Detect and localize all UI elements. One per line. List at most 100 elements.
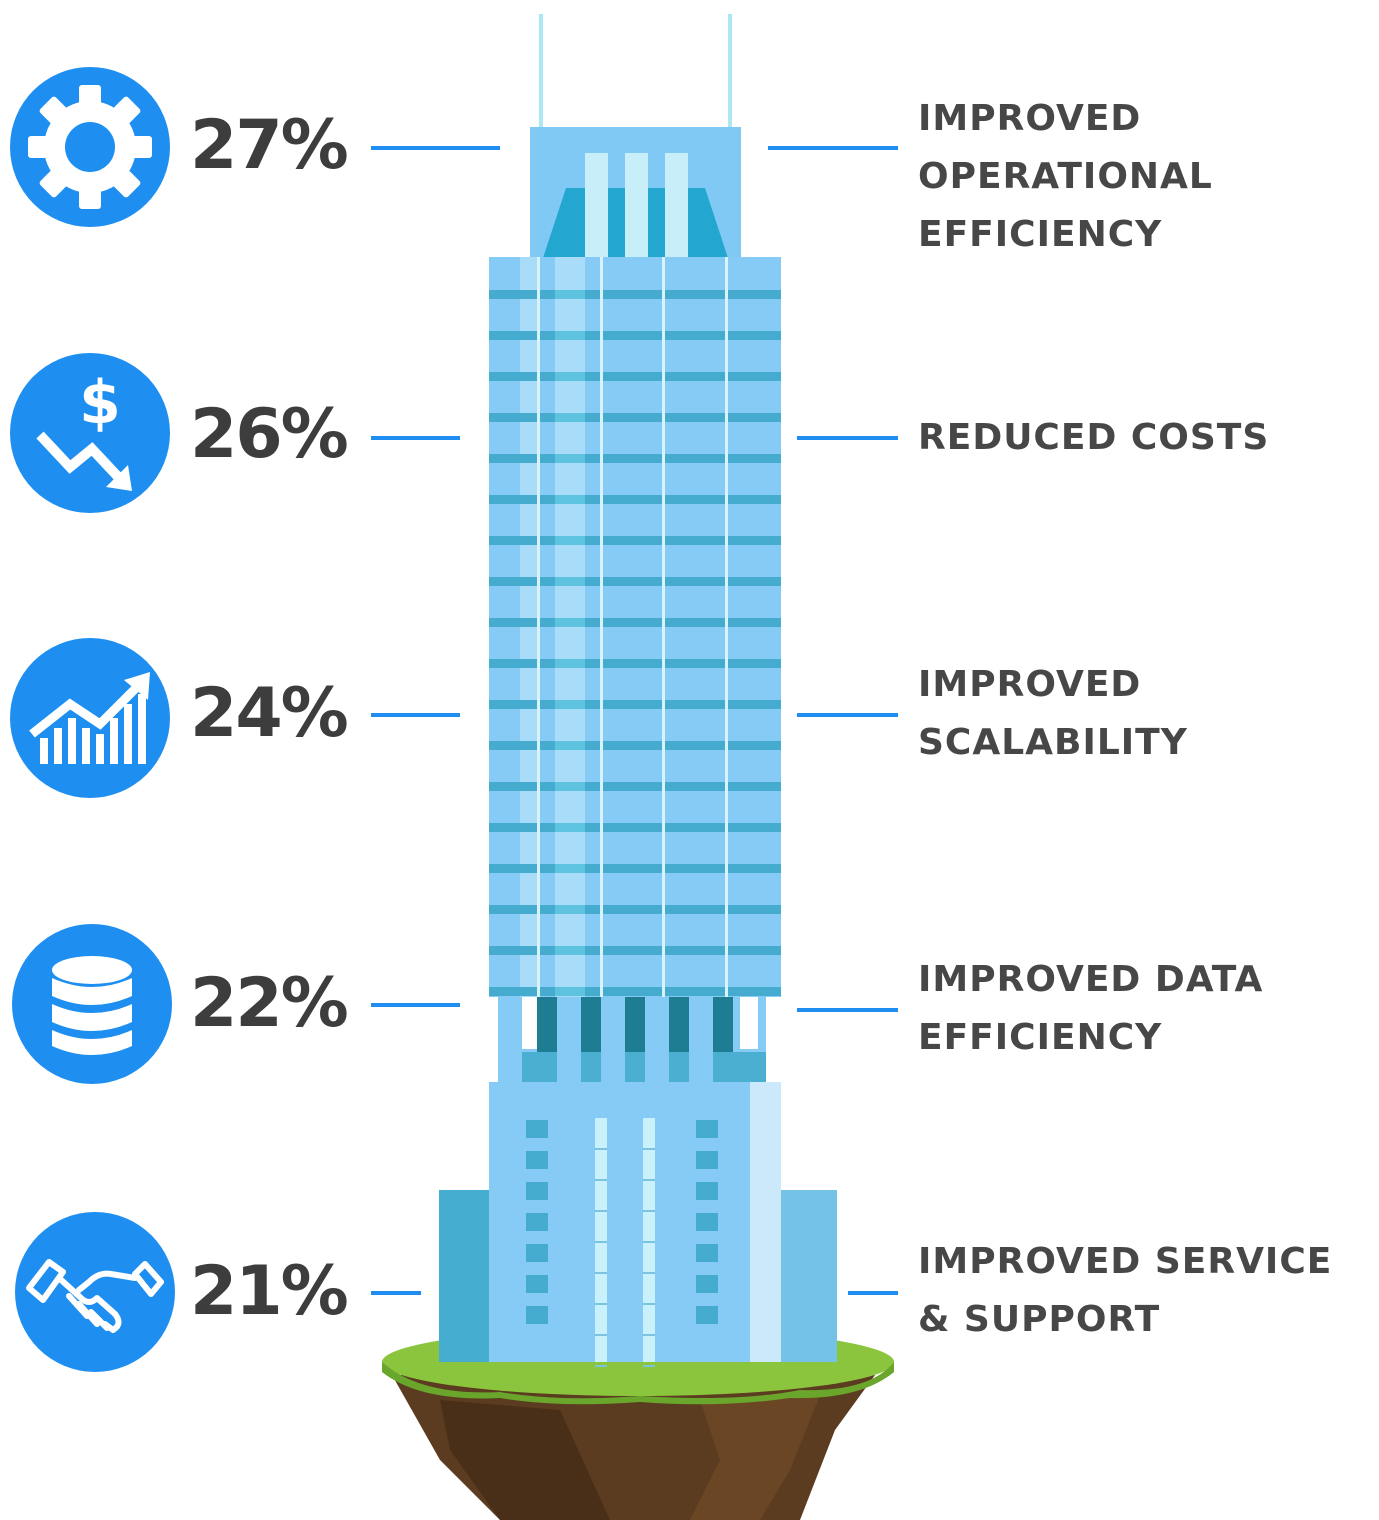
floor-band-highlight	[555, 864, 585, 873]
handshake-icon	[15, 1212, 175, 1372]
connector-line-right	[797, 713, 898, 717]
metric-label: REDUCED COSTS	[918, 409, 1269, 467]
floor-band-highlight	[555, 495, 585, 504]
metric-label: IMPROVED DATA EFFICIENCY	[918, 951, 1263, 1067]
floor-band	[489, 495, 781, 504]
connector-line-left	[371, 1291, 421, 1295]
floor-band-highlight	[555, 577, 585, 586]
label-line: SCALABILITY	[918, 722, 1188, 763]
percent-value: 21%	[190, 1252, 349, 1331]
connector-line-right	[768, 146, 898, 150]
window-divider	[595, 1241, 607, 1243]
percent-value: 27%	[190, 106, 349, 185]
label-line: IMPROVED SERVICE	[918, 1241, 1333, 1282]
base-window	[696, 1120, 718, 1138]
window-divider	[595, 1334, 607, 1336]
building-base	[439, 1082, 837, 1367]
base-window	[526, 1275, 548, 1293]
floor-band	[489, 782, 781, 791]
floor-band	[489, 659, 781, 668]
window-divider	[595, 1210, 607, 1212]
base-window	[696, 1213, 718, 1231]
label-line: REDUCED COSTS	[918, 417, 1270, 458]
base-window	[526, 1182, 548, 1200]
floor-band-highlight	[555, 946, 585, 955]
floor-band	[489, 413, 781, 422]
floor-band	[489, 618, 781, 627]
floor-band-highlight	[555, 372, 585, 381]
floor-band-highlight	[555, 782, 585, 791]
floor-band-highlight	[555, 823, 585, 832]
floor-band	[489, 372, 781, 381]
label-line: & SUPPORT	[918, 1299, 1161, 1340]
window-divider	[595, 1148, 607, 1150]
floor-band	[489, 864, 781, 873]
floor-band-highlight	[555, 741, 585, 750]
window-divider	[643, 1303, 655, 1305]
window-divider	[643, 1148, 655, 1150]
base-window	[526, 1151, 548, 1169]
base-window	[696, 1275, 718, 1293]
floor-band-highlight	[555, 413, 585, 422]
base-window	[526, 1120, 548, 1138]
base-window	[696, 1182, 718, 1200]
metric-label: IMPROVED OPERATIONAL EFFICIENCY	[918, 90, 1213, 264]
floor-band-highlight	[555, 700, 585, 709]
floor-band-highlight	[555, 331, 585, 340]
window-divider	[595, 1272, 607, 1274]
window-divider	[643, 1272, 655, 1274]
antenna-left	[539, 14, 543, 128]
window-divider	[643, 1179, 655, 1181]
window-divider	[643, 1365, 655, 1367]
floor-band	[489, 290, 781, 299]
floor-band	[489, 700, 781, 709]
database-icon	[12, 924, 172, 1084]
metric-label: IMPROVED SCALABILITY	[918, 656, 1188, 772]
connector-line-left	[371, 436, 460, 440]
floor-band	[489, 577, 781, 586]
window-divider	[643, 1210, 655, 1212]
floor-band	[489, 905, 781, 914]
window-divider	[595, 1365, 607, 1367]
floor-band	[489, 823, 781, 832]
floor-band-highlight	[555, 987, 585, 996]
base-window	[696, 1151, 718, 1169]
label-line: EFFICIENCY	[918, 214, 1163, 255]
dollar-down-trend-icon: $	[10, 353, 170, 513]
label-line: IMPROVED DATA	[918, 959, 1264, 1000]
floor-band-highlight	[555, 659, 585, 668]
svg-text:$: $	[79, 368, 121, 438]
floor-band-highlight	[555, 618, 585, 627]
window-divider	[595, 1179, 607, 1181]
floor-band-highlight	[555, 454, 585, 463]
floor-band	[489, 946, 781, 955]
label-line: IMPROVED	[918, 98, 1142, 139]
connector-line-left	[371, 146, 500, 150]
floor-band-highlight	[555, 290, 585, 299]
antenna-right	[728, 14, 732, 128]
base-window	[526, 1306, 548, 1324]
label-line: IMPROVED	[918, 664, 1142, 705]
label-line: OPERATIONAL	[918, 156, 1213, 197]
base-window	[526, 1244, 548, 1262]
floor-band	[489, 987, 781, 996]
base-window	[696, 1306, 718, 1324]
percent-value: 22%	[190, 964, 349, 1043]
floor-band	[489, 536, 781, 545]
floor-band	[489, 741, 781, 750]
floor-band	[489, 331, 781, 340]
building-tower	[489, 257, 781, 997]
window-divider	[643, 1241, 655, 1243]
window-divider	[595, 1303, 607, 1305]
growth-chart-icon	[10, 638, 170, 798]
label-line: EFFICIENCY	[918, 1017, 1163, 1058]
connector-line-left	[371, 713, 460, 717]
connector-line-right	[848, 1291, 898, 1295]
connector-line-right	[797, 1008, 898, 1012]
connector-line-right	[797, 436, 898, 440]
base-window	[696, 1244, 718, 1262]
building-columns	[498, 997, 766, 1082]
floor-band-highlight	[555, 905, 585, 914]
floor-band	[489, 454, 781, 463]
